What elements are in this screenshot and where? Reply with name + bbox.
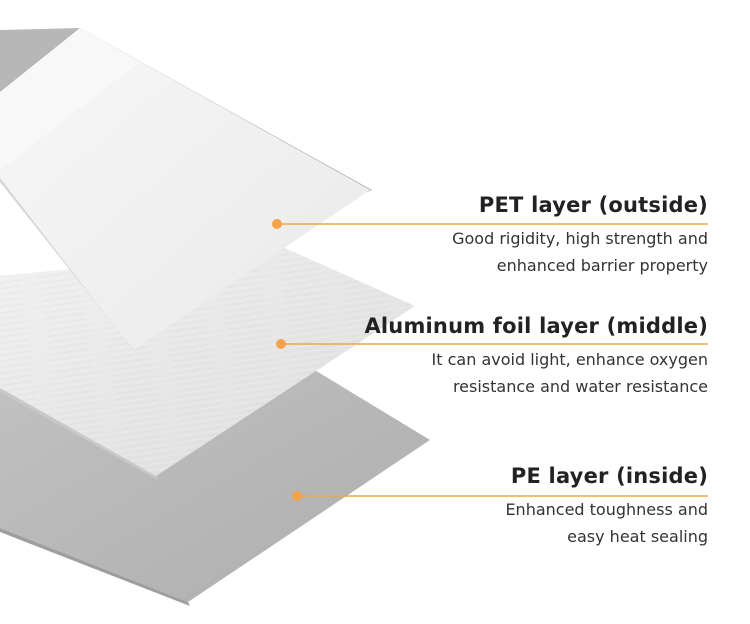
pet-description-line: Good rigidity, high strength and bbox=[452, 229, 708, 248]
pe-description-line: Enhanced toughness and bbox=[505, 500, 708, 519]
aluminum-layer-title: Aluminum foil layer (middle) bbox=[364, 314, 708, 338]
aluminum-foil-edge bbox=[0, 388, 158, 480]
pe-layer-title: PE layer (inside) bbox=[510, 464, 708, 488]
pe-sheet-edge bbox=[0, 528, 190, 606]
pet-sheet bbox=[0, 28, 370, 350]
pe-marker-dot bbox=[292, 491, 302, 501]
pet-layer-label: PET layer (outside) Good rigidity, high … bbox=[452, 192, 708, 279]
aluminum-layer-description: It can avoid light, enhance oxygen resis… bbox=[364, 346, 708, 400]
pet-description-line: enhanced barrier property bbox=[496, 256, 708, 275]
aluminum-layer-label: Aluminum foil layer (middle) It can avoi… bbox=[364, 313, 708, 400]
pe-layer-label: PE layer (inside) Enhanced toughness and… bbox=[505, 463, 708, 550]
pet-layer-description: Good rigidity, high strength and enhance… bbox=[452, 225, 708, 279]
aluminum-marker-dot bbox=[276, 339, 286, 349]
aluminum-description-line: It can avoid light, enhance oxygen bbox=[431, 350, 708, 369]
pet-marker-dot bbox=[272, 219, 282, 229]
pe-description-line: easy heat sealing bbox=[567, 527, 708, 546]
pet-layer-title: PET layer (outside) bbox=[478, 193, 708, 217]
pet-sheet-shade bbox=[0, 28, 140, 170]
pe-layer-description: Enhanced toughness and easy heat sealing bbox=[505, 496, 708, 550]
aluminum-description-line: resistance and water resistance bbox=[452, 377, 708, 396]
